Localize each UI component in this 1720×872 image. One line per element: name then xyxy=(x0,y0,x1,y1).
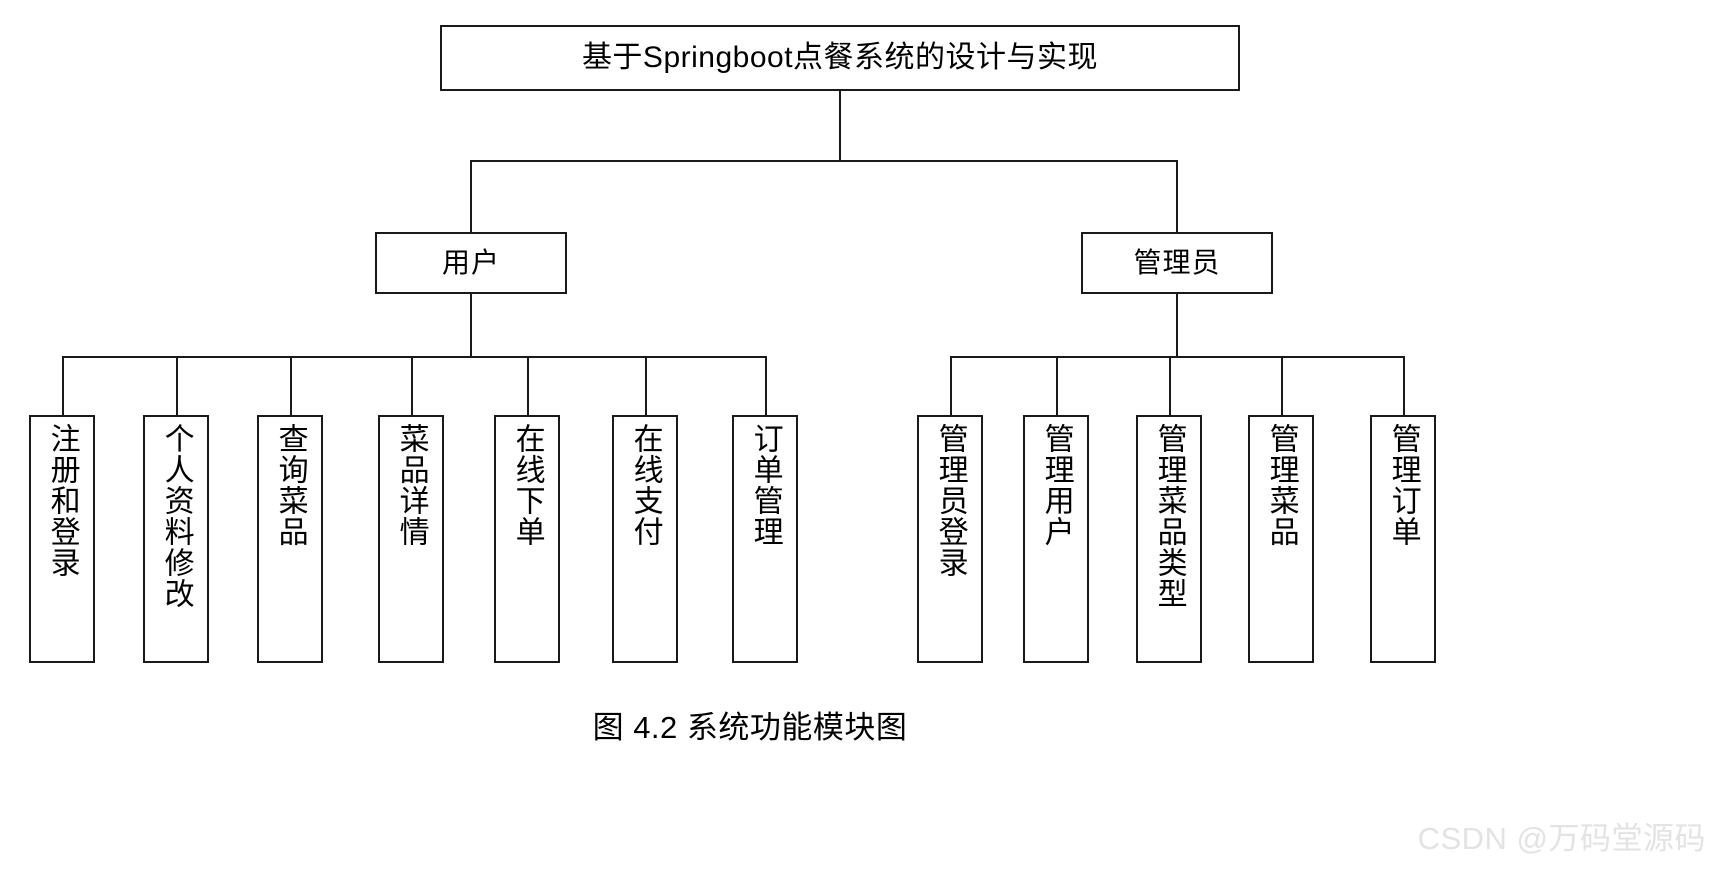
node-root-system: 基于Springboot点餐系统的设计与实现 xyxy=(440,25,1240,91)
connector-root-stem xyxy=(839,91,841,161)
node-leaf-label: 在线支付 xyxy=(628,423,662,547)
connector-admin-bus xyxy=(950,356,1405,358)
connector-user-drop-4 xyxy=(411,356,413,416)
node-leaf-label: 注册和登录 xyxy=(45,423,79,578)
node-user-label: 用户 xyxy=(441,247,500,278)
connector-admin-drop-2 xyxy=(1056,356,1058,416)
node-admin-leaf-manage-dish-types: 管理菜品类型 xyxy=(1136,415,1202,663)
node-admin: 管理员 xyxy=(1081,232,1273,294)
connector-user-drop-6 xyxy=(645,356,647,416)
node-leaf-label: 在线下单 xyxy=(510,423,544,547)
connector-to-user xyxy=(470,160,472,233)
node-user-leaf-online-order: 在线下单 xyxy=(494,415,560,663)
connector-admin-drop-1 xyxy=(950,356,952,416)
connector-user-drop-3 xyxy=(290,356,292,416)
connector-to-admin xyxy=(1176,160,1178,233)
connector-admin-drop-3 xyxy=(1169,356,1171,416)
node-leaf-label: 管理订单 xyxy=(1386,423,1420,547)
node-leaf-label: 查询菜品 xyxy=(273,423,307,547)
node-admin-leaf-admin-login: 管理员登录 xyxy=(917,415,983,663)
connector-user-stem xyxy=(470,293,472,357)
node-leaf-label: 管理用户 xyxy=(1039,423,1073,547)
node-leaf-label: 管理员登录 xyxy=(933,423,967,578)
node-admin-label: 管理员 xyxy=(1133,247,1221,278)
figure-caption: 图 4.2 系统功能模块图 xyxy=(592,710,908,745)
connector-user-drop-5 xyxy=(527,356,529,416)
node-user-leaf-dish-detail: 菜品详情 xyxy=(378,415,444,663)
node-user: 用户 xyxy=(375,232,567,294)
csdn-watermark: CSDN @万码堂源码 xyxy=(1417,821,1706,856)
node-root-label: 基于Springboot点餐系统的设计与实现 xyxy=(581,41,1099,74)
node-leaf-label: 菜品详情 xyxy=(394,423,428,547)
node-user-leaf-online-payment: 在线支付 xyxy=(612,415,678,663)
connector-admin-stem xyxy=(1176,293,1178,357)
node-admin-leaf-manage-orders: 管理订单 xyxy=(1370,415,1436,663)
node-admin-leaf-manage-dishes: 管理菜品 xyxy=(1248,415,1314,663)
node-leaf-label: 管理菜品 xyxy=(1264,423,1298,547)
node-admin-leaf-manage-users: 管理用户 xyxy=(1023,415,1089,663)
connector-user-drop-7 xyxy=(765,356,767,416)
connector-user-drop-2 xyxy=(176,356,178,416)
node-leaf-label: 订单管理 xyxy=(748,423,782,547)
connector-admin-drop-5 xyxy=(1403,356,1405,416)
node-user-leaf-order-management: 订单管理 xyxy=(732,415,798,663)
connector-level1-bus xyxy=(470,160,1178,162)
node-user-leaf-search-dishes: 查询菜品 xyxy=(257,415,323,663)
node-user-leaf-register-login: 注册和登录 xyxy=(29,415,95,663)
node-user-leaf-profile-edit: 个人资料修改 xyxy=(143,415,209,663)
node-leaf-label: 个人资料修改 xyxy=(159,423,193,609)
node-leaf-label: 管理菜品类型 xyxy=(1152,423,1186,609)
connector-user-drop-1 xyxy=(62,356,64,416)
connector-user-bus xyxy=(62,356,765,358)
connector-admin-drop-4 xyxy=(1281,356,1283,416)
